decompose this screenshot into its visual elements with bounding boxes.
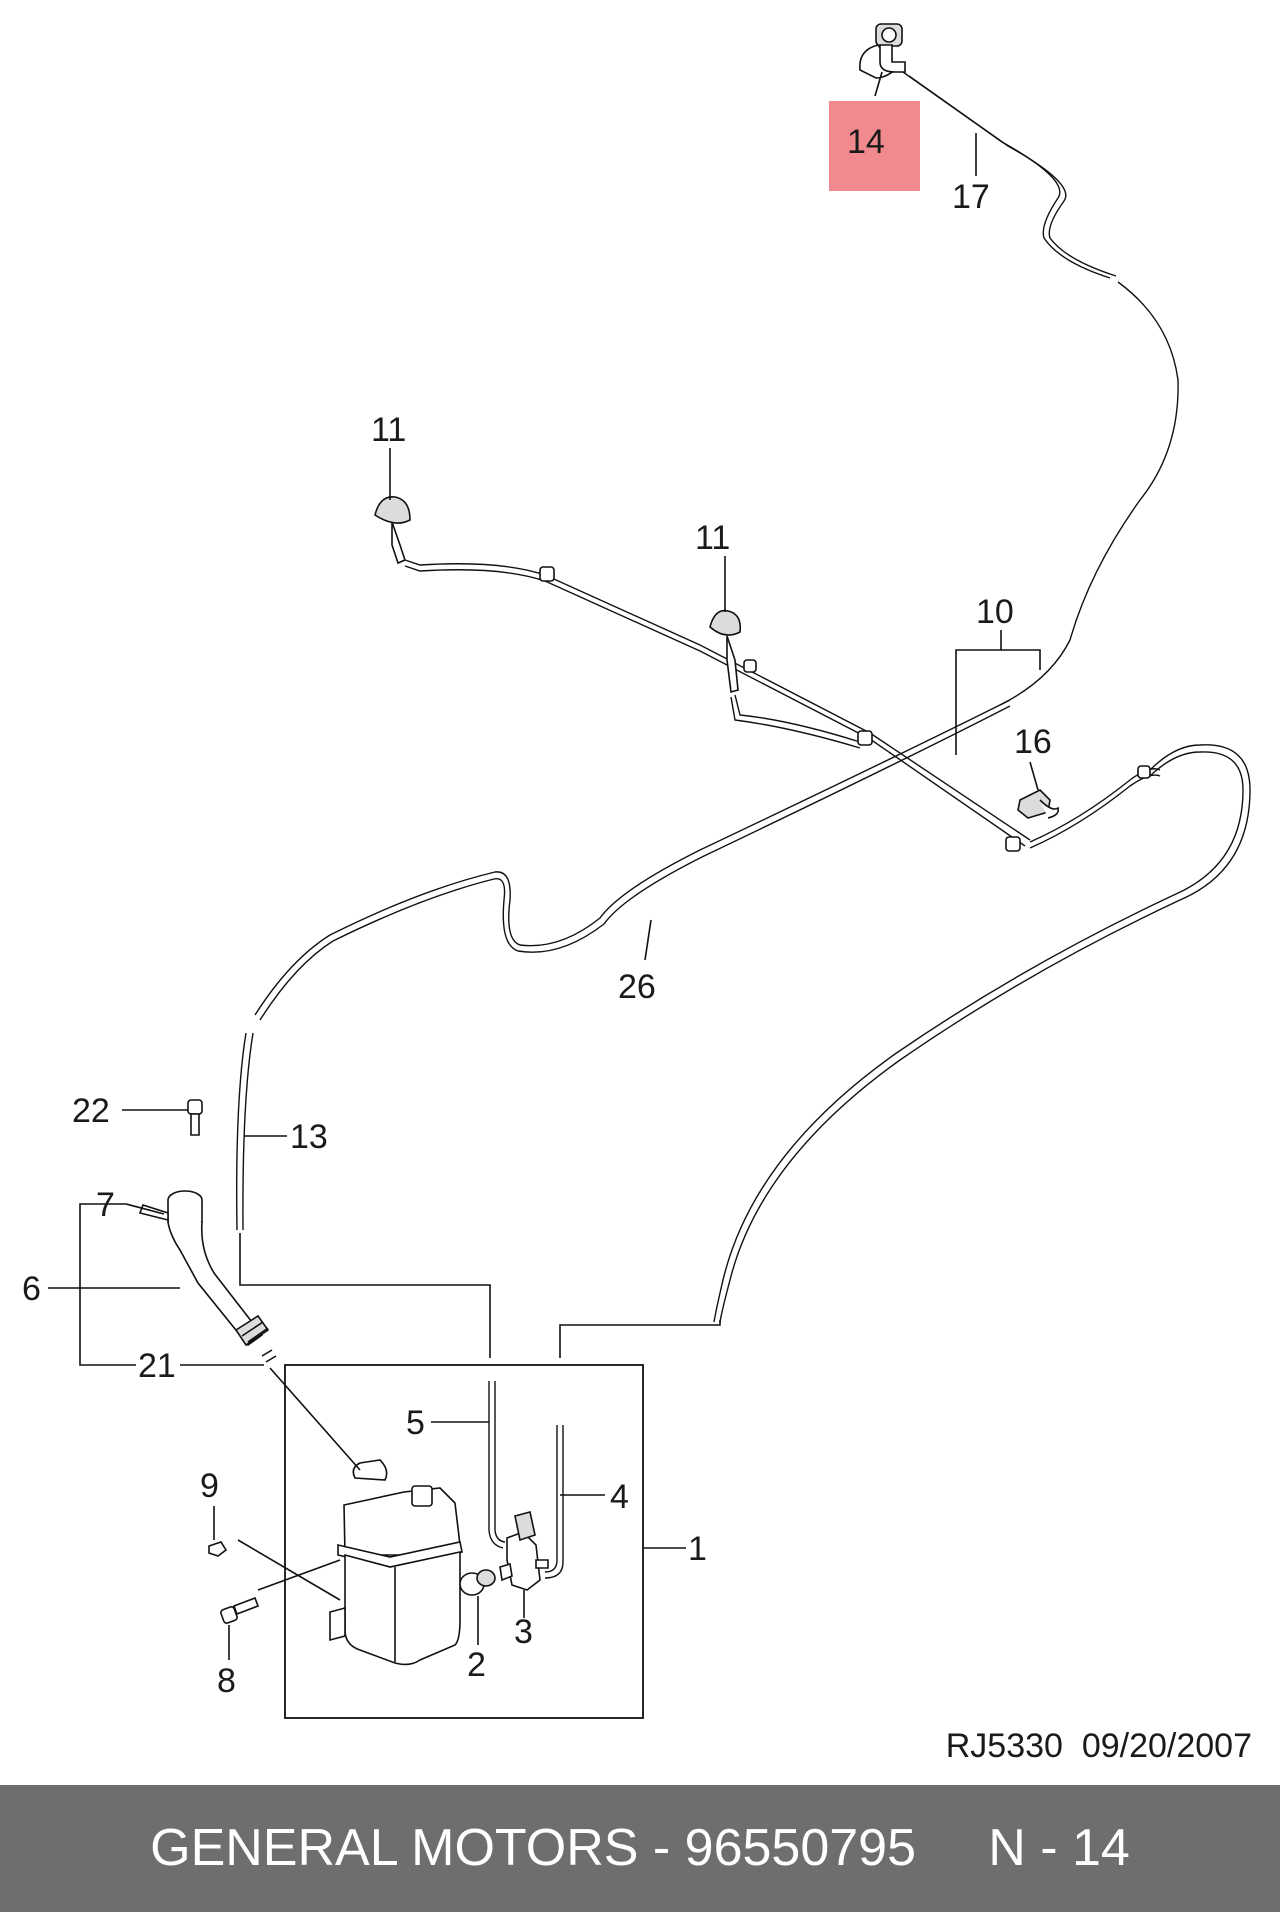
- tube-26: [254, 699, 1011, 1016]
- grommet-2: [459, 1569, 496, 1596]
- bolt-8: [220, 1596, 260, 1624]
- assembly-box-1: [284, 1364, 644, 1719]
- callout-10: 10: [976, 593, 1014, 631]
- callout-11-right: 11: [695, 519, 730, 557]
- callout-3: 3: [514, 1613, 533, 1651]
- washer-pump-3: [499, 1511, 549, 1591]
- leader-lines: [48, 71, 1041, 1660]
- grommet-21: [261, 1349, 277, 1363]
- reference-code: RJ5330 09/20/2007: [946, 1727, 1252, 1765]
- nozzle-14: [859, 23, 906, 79]
- callout-8: 8: [217, 1662, 236, 1700]
- callout-4: 4: [610, 1478, 629, 1516]
- highlight-box: [829, 101, 920, 191]
- footer-bar: GENERAL MOTORS - 96550795 N - 14: [0, 1785, 1280, 1912]
- tube-return: [719, 744, 1251, 1323]
- callout-22: 22: [72, 1092, 110, 1130]
- callout-14: 14: [847, 123, 885, 161]
- callout-26: 26: [618, 968, 656, 1006]
- callout-16: 16: [1014, 723, 1052, 761]
- filler-cap-7: [138, 1190, 203, 1228]
- callout-5: 5: [406, 1404, 425, 1442]
- filler-neck-6: [167, 1221, 270, 1347]
- washer-reservoir: [329, 1459, 463, 1666]
- callout-7: 7: [96, 1186, 115, 1224]
- nozzle-harness-10: [404, 559, 1031, 847]
- tube-13: [235, 1032, 247, 1231]
- callout-2: 2: [467, 1646, 486, 1684]
- callout-21: 21: [138, 1347, 176, 1385]
- callout-13: 13: [290, 1118, 328, 1156]
- nozzle-11-right: [709, 609, 742, 694]
- footer-text: GENERAL MOTORS - 96550795 N - 14: [150, 1819, 1130, 1877]
- callout-1: 1: [688, 1530, 707, 1568]
- nut-9: [208, 1541, 228, 1557]
- clip-16: [1017, 789, 1060, 819]
- bolt-22: [187, 1099, 203, 1136]
- nozzle-11-left: [374, 496, 411, 565]
- callout-6: 6: [22, 1270, 41, 1308]
- callout-17: 17: [952, 178, 990, 216]
- parts-diagram: 14 17 11 11 10 16 26 22 13 7 6 21 5 4 1 …: [22, 23, 1252, 1765]
- tube-4: [544, 1425, 564, 1579]
- callout-9: 9: [200, 1467, 219, 1505]
- callout-11-left: 11: [371, 411, 406, 449]
- tube-5: [488, 1381, 506, 1549]
